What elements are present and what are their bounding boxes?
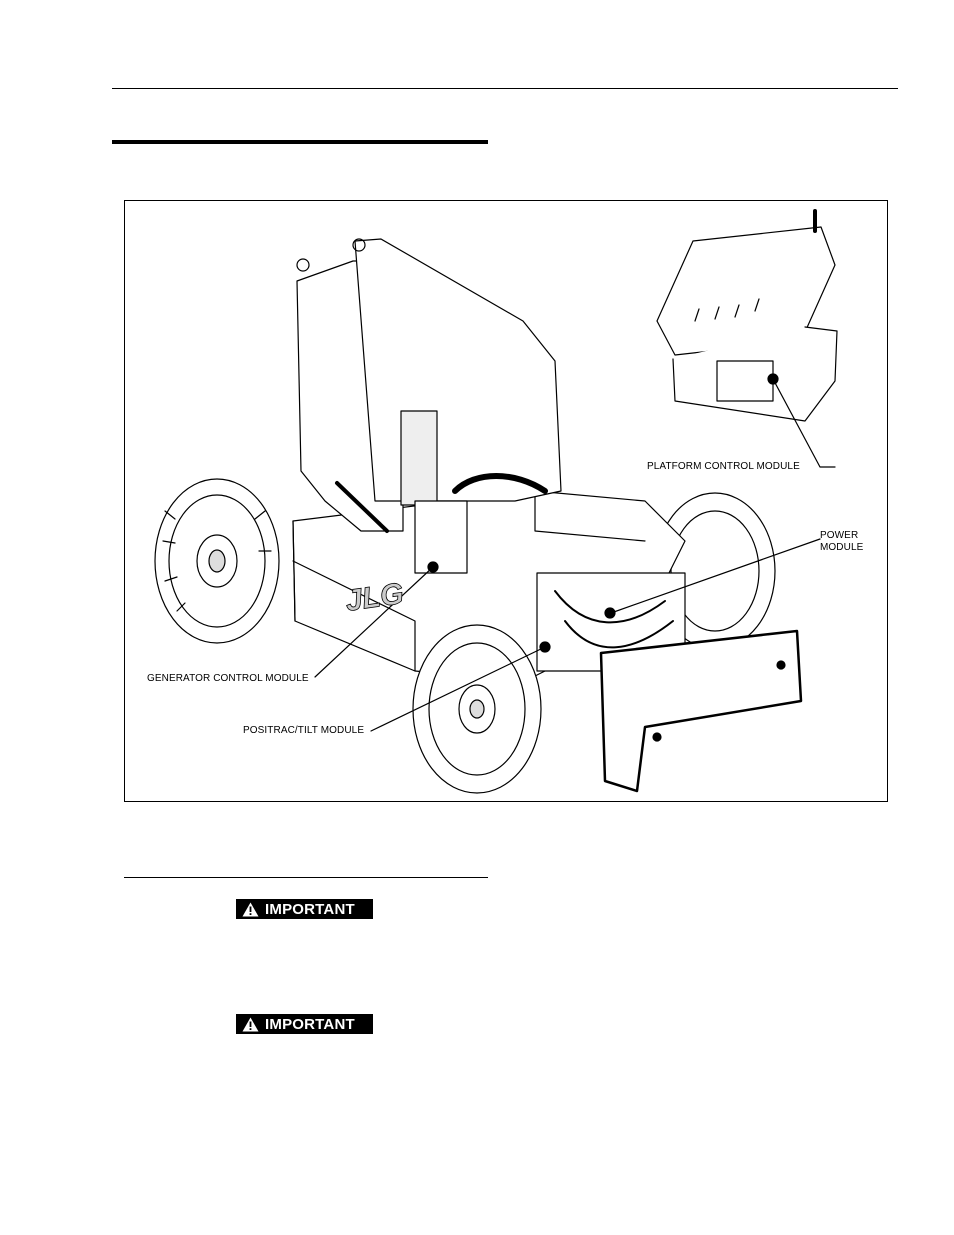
module-location-figure: JLG PLATFORM CONTROL MODULE POWER MODULE…: [124, 200, 888, 802]
important-notice-2: IMPORTANT: [236, 1014, 373, 1034]
positrac-tilt-module-label: POSITRAC/TILT MODULE: [243, 725, 365, 736]
brand-logo: JLG: [343, 577, 405, 618]
section-heading-rule: [112, 140, 488, 144]
warning-triangle-icon: [242, 1017, 259, 1031]
power-module-label: POWER MODULE: [820, 530, 864, 553]
header-rule: [112, 88, 898, 89]
important-label: IMPORTANT: [265, 900, 355, 918]
leader-platform: [772, 378, 836, 468]
generator-control-module-label: GENERATOR CONTROL MODULE: [147, 673, 309, 684]
front-right-wheel: [412, 624, 542, 794]
important-label: IMPORTANT: [265, 1015, 355, 1033]
leader-power: [610, 538, 821, 614]
leader-generator: [314, 566, 434, 678]
machine-illustration: JLG: [154, 209, 838, 794]
front-left-wheel: [154, 478, 280, 644]
platform-control-module-label: PLATFORM CONTROL MODULE: [647, 461, 800, 472]
subsection-rule: [124, 877, 488, 878]
platform-control-box: [656, 209, 838, 422]
warning-triangle-icon: [242, 902, 259, 916]
important-notice-1: IMPORTANT: [236, 899, 373, 919]
leader-positrac: [370, 646, 546, 732]
